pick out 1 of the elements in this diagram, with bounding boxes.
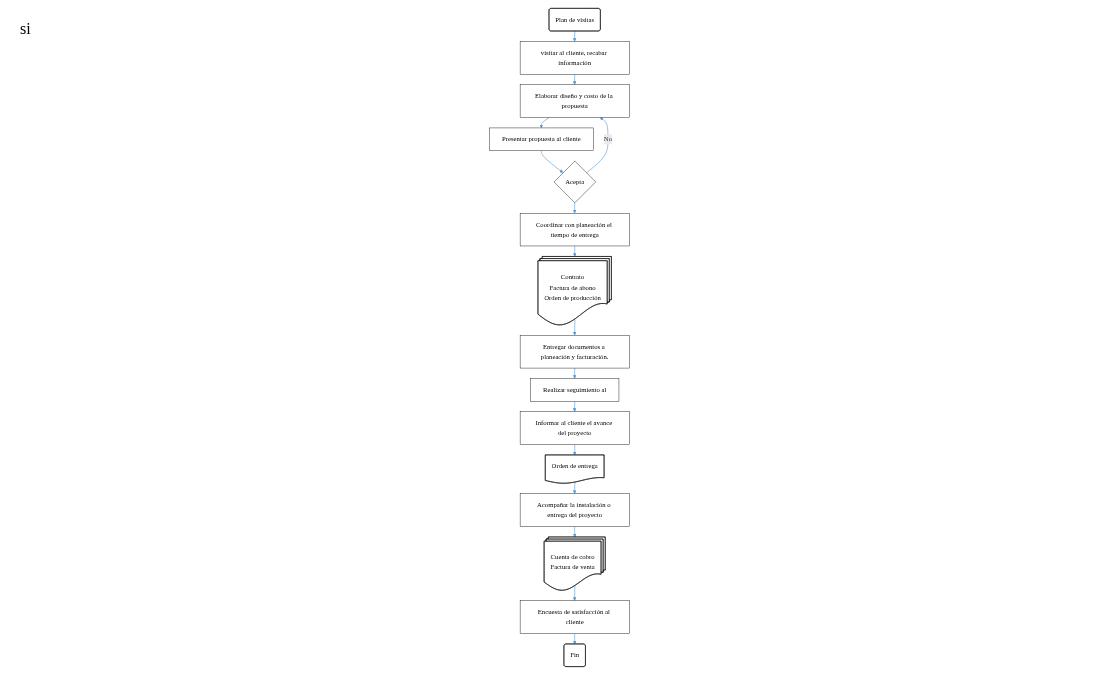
note-text: si — [20, 20, 31, 38]
